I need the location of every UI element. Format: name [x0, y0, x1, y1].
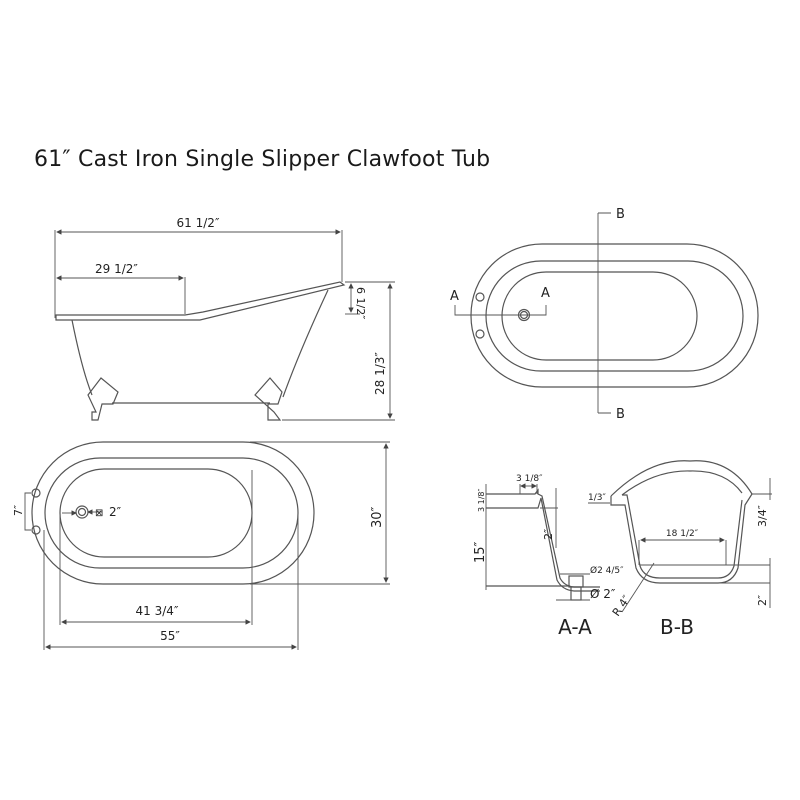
drain-inner-label: Ø 2″	[590, 587, 616, 601]
depth-label: 15″	[473, 541, 488, 563]
slipper-rise-label: 6 1/2″	[354, 287, 367, 319]
drawing-title: 61″ Cast Iron Single Slipper Clawfoot Tu…	[34, 147, 491, 172]
faucet-spacing-label: 7″	[12, 505, 25, 516]
base-height-label: 2″	[756, 595, 769, 606]
rim-drop-label: 2″	[542, 529, 555, 540]
drain-outer-label: Ø2 4/5″	[590, 565, 624, 576]
flat-rim-label: 29 1/2″	[95, 262, 138, 276]
interior-length-label: 55″	[160, 629, 180, 643]
interior-bottom-length-label: 41 3/4″	[136, 604, 179, 618]
plan-view: A A B B	[450, 207, 759, 422]
section-b-top-marker: B	[616, 207, 625, 222]
overall-length-label: 61 1/2″	[177, 216, 220, 230]
overall-width-label: 30″	[370, 506, 385, 528]
drain-size-label: 2″	[109, 505, 122, 519]
bottom-width-label: 18 1/2″	[666, 529, 699, 539]
total-height-label: 28 1/3″	[373, 352, 387, 395]
section-b-bottom-marker: B	[616, 407, 625, 422]
rim-width-label: 3 1/8″	[516, 474, 543, 484]
section-bb-label: B-B	[660, 615, 694, 639]
drain-symbol-icon: ⊠	[95, 508, 103, 519]
section-a-left-marker: A	[450, 289, 459, 304]
lip-label: 1/3″	[588, 493, 606, 503]
section-a-right-marker: A	[541, 286, 550, 301]
top-view: 7″ ⊠ 2″ 41 3/4″ 55″ 30″	[12, 441, 390, 650]
section-aa-label: A-A	[558, 615, 592, 639]
rim-thickness-label: 3/4″	[756, 505, 769, 527]
side-view: 61 1/2″ 29 1/2″ 6 1/2″ 28 1/3″	[54, 216, 395, 421]
rim-height-label: 3 1/8″	[477, 488, 486, 512]
section-aa: 3 1/8″ 3 1/8″ 15″ 2″ Ø2 4/5″ Ø 2″ A-A	[473, 474, 624, 639]
section-bb: 18 1/2″ 1/3″ 3/4″ 2″ R 4″ B-B	[588, 460, 772, 639]
